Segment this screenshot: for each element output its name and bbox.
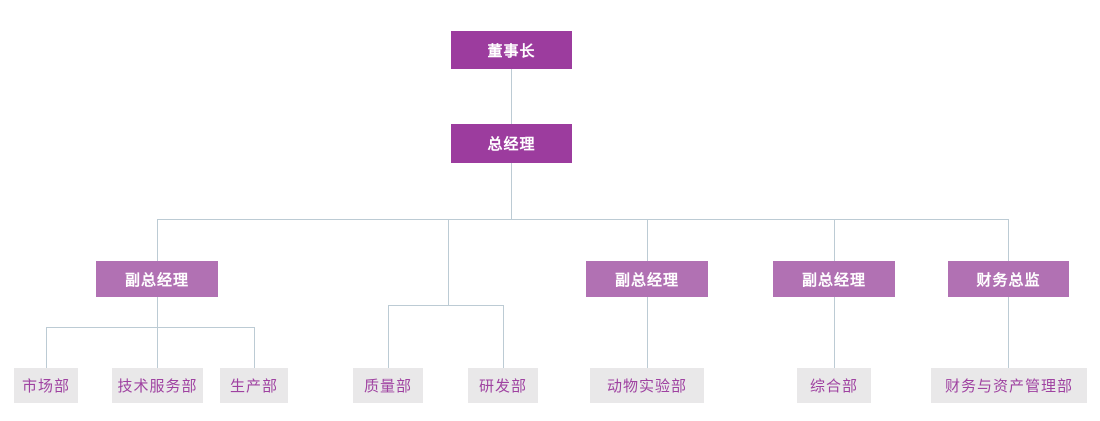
org-node-dept-finance-assets: 财务与资产管理部 [931, 368, 1087, 403]
connector-chairman-gm [511, 69, 512, 124]
org-node-dept-market: 市场部 [14, 368, 78, 403]
connector-vp2-to-animal-lab [647, 297, 648, 368]
org-node-dept-animal-lab: 动物实验部 [590, 368, 704, 403]
org-node-dept-production: 生产部 [220, 368, 288, 403]
connector-gm-to-rail [511, 163, 512, 219]
connector-branch2-to-quality [388, 305, 389, 368]
connector-vp1-to-production [254, 327, 255, 368]
org-node-deputy-gm-3: 副总经理 [773, 261, 895, 297]
org-node-dept-quality: 质量部 [353, 368, 423, 403]
connector-branch2-children-rail [388, 305, 503, 306]
org-node-chairman: 董事长 [451, 31, 572, 69]
org-node-dept-rnd: 研发部 [468, 368, 538, 403]
connector-rail-to-vp2 [647, 219, 648, 261]
connector-vp3-to-general [834, 297, 835, 368]
connector-vp1-to-market [46, 327, 47, 368]
connector-rail-to-cfo [1008, 219, 1009, 261]
connector-vp1-children-rail [46, 327, 254, 328]
connector-cfo-to-finance-assets [1008, 297, 1009, 368]
org-node-finance-director: 财务总监 [948, 261, 1069, 297]
connector-branch2-to-rnd [503, 305, 504, 368]
connector-main-rail [157, 219, 1009, 220]
connector-vp1-to-tech-service [157, 297, 158, 368]
connector-rail-to-vp1 [157, 219, 158, 261]
connector-rail-to-vp3 [834, 219, 835, 261]
org-node-deputy-gm-1: 副总经理 [96, 261, 218, 297]
connector-rail-to-branch2 [448, 219, 449, 305]
org-node-general-manager: 总经理 [451, 124, 572, 163]
org-node-dept-tech-service: 技术服务部 [112, 368, 203, 403]
org-node-dept-general: 综合部 [797, 368, 871, 403]
org-node-deputy-gm-2: 副总经理 [586, 261, 708, 297]
